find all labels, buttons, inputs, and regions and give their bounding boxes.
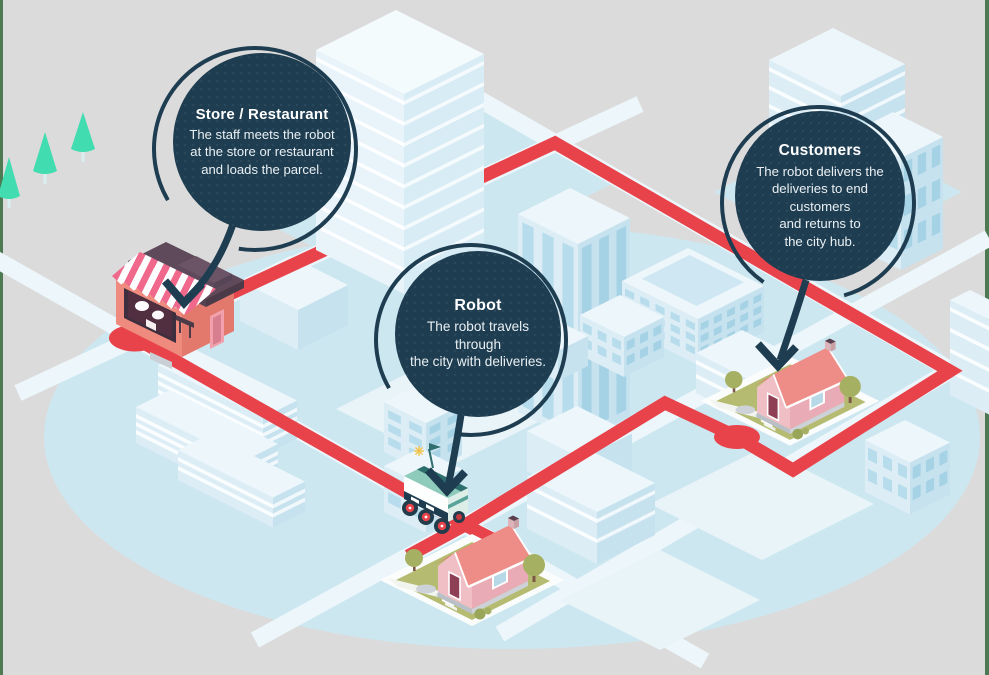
- callout-robot: Robot The robot travels through the city…: [395, 251, 561, 417]
- ring-store: [152, 46, 359, 252]
- ring-customers: [720, 105, 916, 301]
- teal-tree: [0, 157, 20, 208]
- teal-trees: [0, 112, 95, 208]
- city-building: [950, 290, 989, 415]
- city-building: [580, 295, 664, 377]
- callout-store: Store / Restaurant The staff meets the r…: [173, 53, 351, 231]
- robot-flag: [429, 443, 441, 451]
- sparkle-icon: [414, 446, 424, 456]
- roundabout-node: [714, 425, 760, 449]
- callout-store-title: Store / Restaurant: [195, 106, 329, 124]
- teal-tree: [71, 112, 95, 162]
- robot-eye: [426, 504, 434, 512]
- callout-pointers: [152, 46, 916, 497]
- callout-customers: Customers The robot delivers the deliver…: [735, 111, 905, 281]
- arrow-store: [161, 222, 237, 309]
- city-building: [240, 256, 348, 350]
- arrow-robot: [425, 407, 468, 497]
- teal-tree: [33, 132, 57, 184]
- left-edge-strip: [0, 0, 3, 675]
- city-building: [316, 10, 484, 294]
- callout-customers-body: The robot delivers the deliveries to end…: [756, 163, 884, 249]
- city-building: [527, 448, 655, 564]
- callout-robot-title: Robot: [454, 296, 502, 314]
- city-building: [178, 434, 305, 528]
- callout-customers-title: Customers: [778, 141, 862, 159]
- city-building: [865, 420, 950, 515]
- arrow-customers: [755, 278, 810, 372]
- callout-robot-body: The robot travels through the city with …: [410, 318, 546, 370]
- robot-wheels: [402, 500, 465, 534]
- city-buildings-front: [316, 10, 484, 294]
- robot-eye: [411, 496, 419, 504]
- callout-store-body: The staff meets the robot at the store o…: [189, 127, 335, 177]
- ring-robot: [374, 243, 569, 437]
- store-counter: [176, 315, 194, 328]
